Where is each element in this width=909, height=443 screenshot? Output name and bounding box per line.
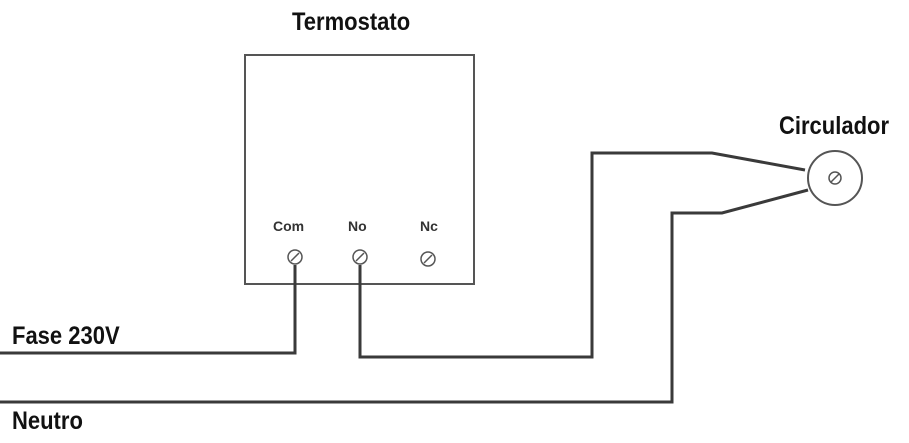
thermostat-title: Termostato bbox=[292, 8, 411, 36]
terminal-no-screw bbox=[352, 249, 368, 265]
terminal-nc-label: Nc bbox=[420, 218, 438, 234]
phase-label: Fase 230V bbox=[12, 322, 120, 350]
terminal-com-screw bbox=[287, 249, 303, 265]
circulator-pump bbox=[807, 150, 863, 206]
phase-wire bbox=[0, 265, 297, 355]
neutral-label: Neutro bbox=[12, 407, 83, 435]
terminal-no-label: No bbox=[348, 218, 367, 234]
terminal-com-label: Com bbox=[273, 218, 305, 234]
neutral-wire bbox=[0, 188, 809, 404]
terminal-nc-screw bbox=[420, 251, 436, 267]
switched-wire bbox=[358, 151, 806, 359]
circulator-label: Circulador bbox=[779, 112, 890, 140]
